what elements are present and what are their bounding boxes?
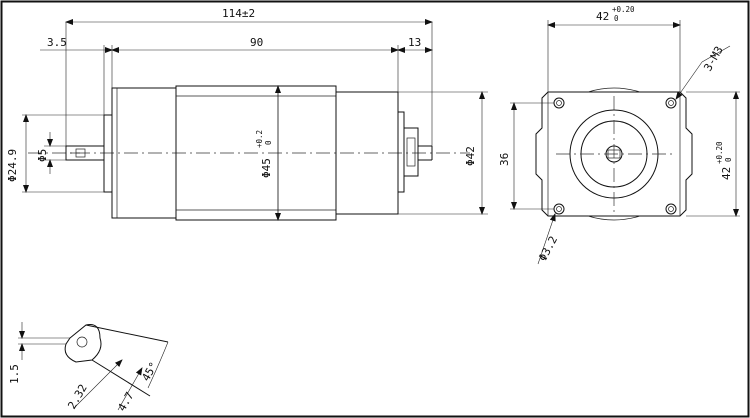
mount-hole-bl bbox=[553, 203, 565, 215]
label-flange-width-tol-upper: +0.20 bbox=[612, 5, 635, 14]
leader-pilot-dia bbox=[537, 213, 556, 265]
mount-hole-br bbox=[665, 203, 677, 215]
label-flat-depth: 1.5 bbox=[8, 364, 21, 384]
gearbox-front-boss bbox=[103, 114, 113, 193]
label-mount-holes: 3-M3 bbox=[701, 44, 726, 73]
label-hole-spacing: 36 bbox=[498, 153, 511, 166]
leader-mount-holes bbox=[675, 61, 703, 100]
label-body-dia: Φ45 bbox=[260, 158, 273, 178]
shaft-section bbox=[64, 324, 102, 363]
label-flat-width-a: 2.32 bbox=[65, 382, 90, 411]
shaft-detail-view: 1.5 2.32 4.7 45° bbox=[8, 322, 169, 414]
dim-flat-width-b bbox=[117, 367, 143, 411]
label-flange-height-tol-lower: 0 bbox=[724, 157, 733, 162]
front-view: 42 +0.20 0 42 +0.20 0 36 3-M3 Φ3.2 bbox=[498, 5, 740, 265]
rear-terminal-block bbox=[397, 111, 405, 193]
label-rear-length: 13 bbox=[408, 36, 421, 49]
label-flange-dia: Φ42 bbox=[464, 146, 477, 166]
label-flange-height-tol-upper: +0.20 bbox=[715, 141, 724, 164]
label-shaft-dia: Φ5 bbox=[36, 149, 49, 162]
rear-bearing-nut bbox=[403, 127, 419, 177]
label-shaft-extension: 3.5 bbox=[47, 36, 67, 49]
label-body-dia-tol-upper: +0.2 bbox=[255, 130, 264, 148]
label-flange-width-tol-lower: 0 bbox=[614, 14, 619, 23]
label-chamfer-angle: 45° bbox=[139, 360, 160, 384]
dim-chamfer-angle bbox=[147, 341, 169, 389]
label-flange-width: 42 bbox=[596, 10, 609, 23]
label-flat-width-b: 4.7 bbox=[115, 390, 136, 414]
side-view: 114±2 3.5 90 13 Φ24.9 Φ5 Φ45 +0.2 0 bbox=[6, 7, 488, 221]
label-pilot-dia: Φ3.2 bbox=[536, 234, 560, 264]
mount-hole-tl bbox=[553, 97, 565, 109]
label-flange-height: 42 bbox=[720, 167, 733, 180]
mount-hole-tr bbox=[665, 97, 677, 109]
label-body-length: 90 bbox=[250, 36, 263, 49]
label-total-length: 114±2 bbox=[222, 7, 255, 20]
dim-flat-width-a bbox=[73, 359, 123, 409]
label-body-dia-tol-lower: 0 bbox=[264, 140, 273, 145]
label-gearbox-dia: Φ24.9 bbox=[6, 149, 19, 182]
